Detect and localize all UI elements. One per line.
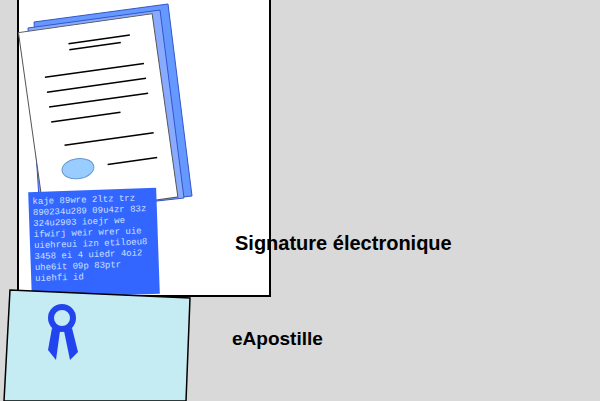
page-sheet xyxy=(18,14,177,216)
ribbon-right xyxy=(64,328,78,360)
signature-label: Signature électronique xyxy=(235,232,452,255)
signature-band: kaje 89wre 2ltz trz 890234u289 09u4zr 83… xyxy=(28,188,160,298)
ribbon-left xyxy=(48,328,60,360)
encoded-text: kaje 89wre 2ltz trz 890234u289 09u4zr 83… xyxy=(32,193,155,285)
ribbon-ring xyxy=(51,307,73,329)
eapostille-label: eApostille xyxy=(232,328,323,350)
text-lines xyxy=(41,34,157,172)
seal xyxy=(61,157,95,181)
card xyxy=(4,290,190,401)
white-frame xyxy=(18,0,270,296)
front-page xyxy=(18,14,177,216)
